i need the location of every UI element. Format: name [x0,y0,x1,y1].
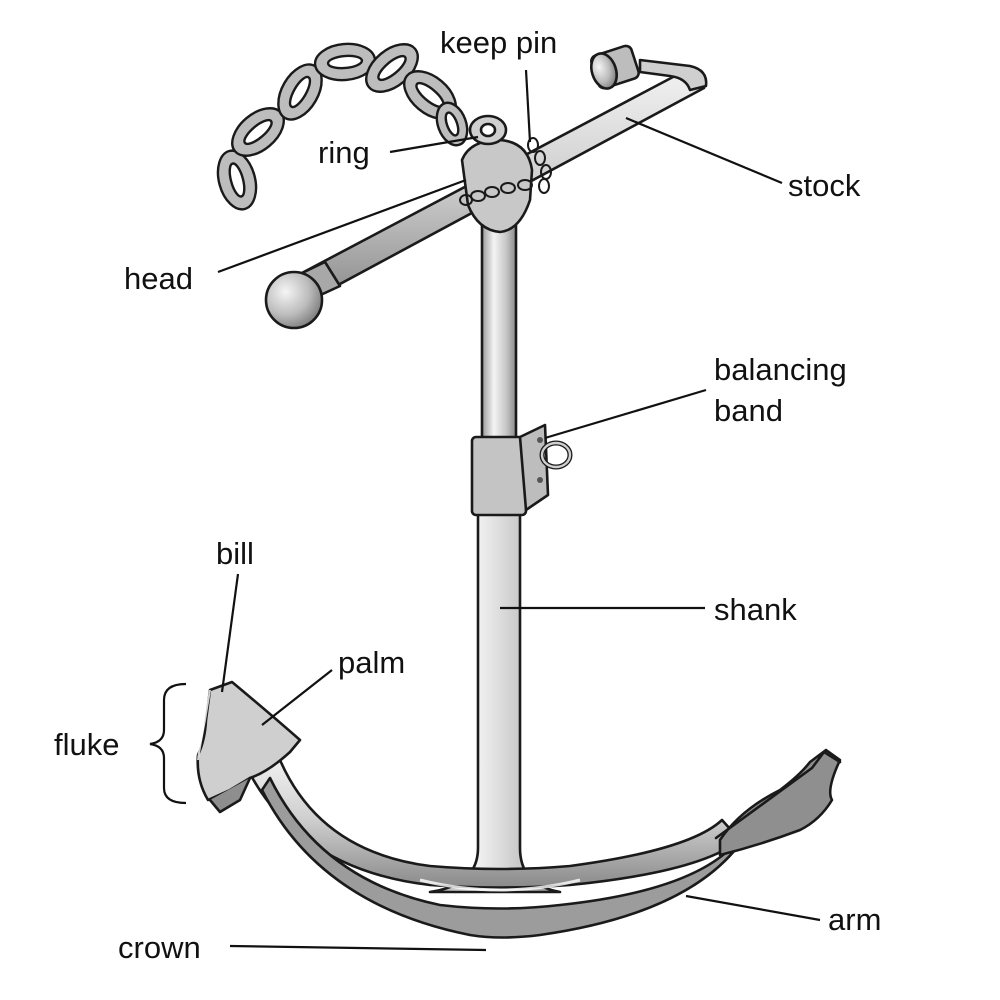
label-band: band [714,393,783,428]
chain-link-hole [243,118,273,146]
label-stock: stock [788,168,861,203]
ring-shape [468,114,508,146]
leader-balancing-band [544,388,707,440]
label-keep-pin: keep pin [440,25,557,60]
label-balancing: balancing [714,352,847,387]
balancing-band-shape [470,423,573,517]
label-arm: arm [828,902,881,937]
leader-ring [389,135,479,154]
chain-link-hole [288,75,312,109]
label-palm: palm [338,645,405,680]
label-ring: ring [318,135,370,170]
fluke-right [718,748,842,857]
label-head: head [124,261,193,296]
leader-keep-pin [524,69,532,143]
shank-upper [480,208,518,442]
keep-pin-chain [459,137,552,206]
fluke-bracket [149,682,187,805]
label-bill: bill [216,536,254,571]
leader-palm [261,669,333,726]
leader-crown [229,944,487,952]
chain [216,42,469,211]
leader-bill [220,573,240,693]
leader-arm [685,894,821,922]
label-fluke: fluke [54,727,119,762]
leader-stock [625,116,783,185]
anchor-head [460,138,534,234]
label-shank: shank [714,592,797,627]
shank-lower [428,510,562,894]
chain-link-hole [377,54,407,82]
leader-head [217,178,467,274]
chain-link-hole [326,54,364,70]
chain-link-hole [444,111,460,137]
chain-link-hole [228,162,246,198]
label-crown: crown [118,930,201,965]
